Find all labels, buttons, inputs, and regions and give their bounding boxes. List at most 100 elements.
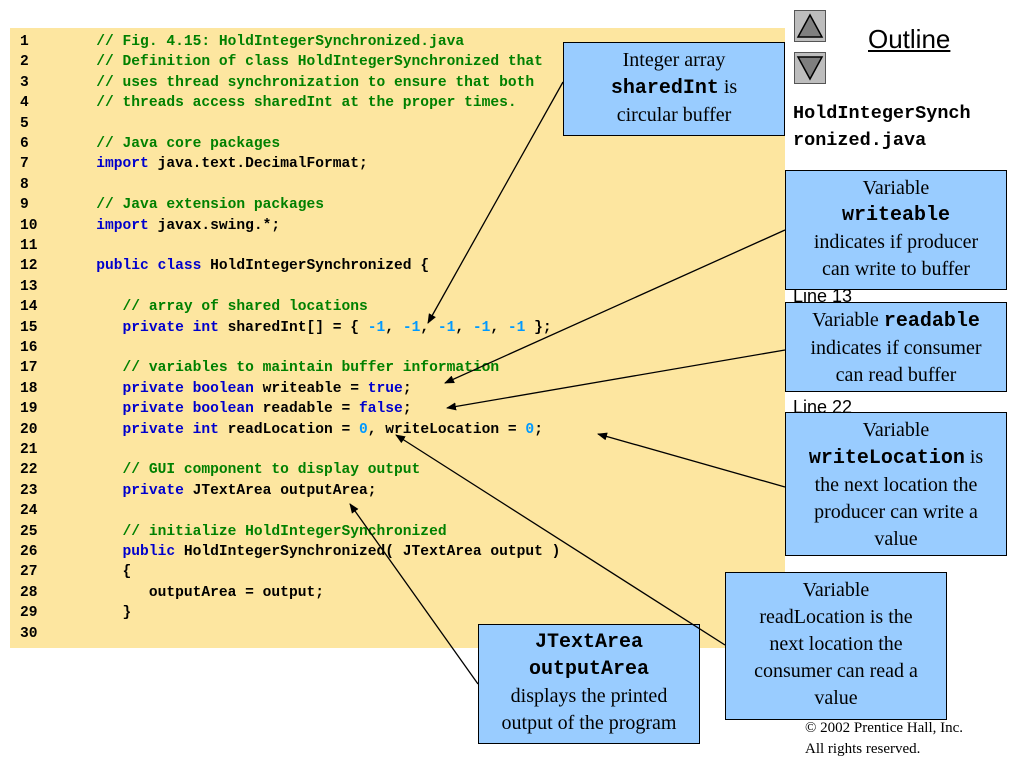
line-number: 16 xyxy=(20,340,38,356)
callout-code-term: readable xyxy=(883,310,980,333)
line-number: 11 xyxy=(20,238,38,254)
callout-read-location: Variable readLocation is the next locati… xyxy=(725,572,947,720)
code-token: private boolean xyxy=(70,380,254,397)
code-token: java.text.DecimalFormat; xyxy=(148,156,368,173)
callout-text: Variable xyxy=(802,579,870,601)
code-text: private boolean readable = false; xyxy=(70,399,412,419)
code-token: outputArea = output; xyxy=(70,584,324,601)
callout-text: indicates if producer xyxy=(813,231,979,253)
code-text: private int sharedInt[] = { -1, -1, -1, … xyxy=(70,318,552,338)
next-slide-button[interactable] xyxy=(794,52,826,84)
line-number: 14 xyxy=(20,299,38,316)
line-number: 10 xyxy=(20,217,38,234)
code-token: // Java extension packages xyxy=(70,197,324,214)
code-token: , xyxy=(455,319,473,336)
code-token: import xyxy=(70,156,149,173)
line-reference-13: Line 13 xyxy=(793,286,853,306)
triangle-down-icon xyxy=(796,56,824,81)
code-token: -1 xyxy=(367,319,386,336)
line-number: 25 xyxy=(20,523,38,540)
code-token: true xyxy=(367,380,403,397)
code-text: // Java extension packages xyxy=(70,195,324,215)
code-token: private boolean xyxy=(70,401,254,418)
callout-output-area: JTextArea outputArea displays the printe… xyxy=(478,624,700,744)
code-token: public xyxy=(70,544,176,560)
previous-slide-button[interactable] xyxy=(794,10,826,42)
code-text: } xyxy=(70,603,132,623)
line-number: 12 xyxy=(20,258,38,275)
copyright-notice: © 2002 Prentice Hall, Inc. All rights re… xyxy=(805,718,963,760)
code-text: // Fig. 4.15: HoldIntegerSynchronized.ja… xyxy=(70,32,464,52)
code-token: readable = xyxy=(253,401,360,418)
line-number: 5 xyxy=(20,115,29,132)
code-token: // GUI component to display output xyxy=(70,462,421,479)
callout-text: readLocation is the xyxy=(759,606,913,628)
code-token: HoldIntegerSynchronized( JTextArea outpu… xyxy=(175,544,561,560)
line-number: 21 xyxy=(20,442,38,458)
line-number: 6 xyxy=(20,136,29,152)
callout-text: is xyxy=(964,446,984,468)
line-number: 20 xyxy=(20,421,38,438)
code-token: // variables to maintain buffer informat… xyxy=(70,360,500,377)
rights-line: All rights reserved. xyxy=(805,741,921,757)
code-token: ; xyxy=(402,401,412,418)
callout-code-term: sharedInt xyxy=(610,77,719,100)
code-token: -1 xyxy=(437,319,456,336)
code-token: public class xyxy=(70,258,202,275)
line-number: 8 xyxy=(20,176,29,193)
callout-shared-int: Integer array sharedInt is circular buff… xyxy=(563,42,785,136)
outline-title[interactable]: Outline xyxy=(868,24,951,54)
code-text: // uses thread synchronization to ensure… xyxy=(70,73,534,93)
code-token: -1 xyxy=(402,319,421,336)
line-number: 24 xyxy=(20,503,38,520)
code-token: , xyxy=(385,319,403,336)
code-token: private int xyxy=(70,421,219,438)
code-text: private int readLocation = 0, writeLocat… xyxy=(70,420,543,440)
code-text: private JTextArea outputArea; xyxy=(70,481,377,501)
code-token: javax.swing.*; xyxy=(148,217,281,234)
code-token: readLocation = xyxy=(218,421,360,438)
callout-text: circular buffer xyxy=(616,104,732,126)
line-number: 23 xyxy=(20,482,38,499)
line-number: 1 xyxy=(20,34,29,50)
code-token: , xyxy=(420,319,438,336)
code-token: // Java core packages xyxy=(70,136,281,152)
callout-text: can read buffer xyxy=(835,364,957,386)
code-token: JTextArea outputArea; xyxy=(183,482,377,499)
code-text: // variables to maintain buffer informat… xyxy=(70,358,500,378)
code-text: import javax.swing.*; xyxy=(70,216,280,236)
line-number: 4 xyxy=(20,95,29,112)
callout-writeable: Variable writeable indicates if producer… xyxy=(785,170,1007,290)
callout-text: Variable xyxy=(812,309,884,331)
code-token: private int xyxy=(70,319,219,336)
callout-readable: Variable readable indicates if consumer … xyxy=(785,302,1007,392)
code-text: public class HoldIntegerSynchronized { xyxy=(70,256,429,276)
code-token: // Definition of class HoldIntegerSynchr… xyxy=(70,54,543,71)
callout-text: Variable xyxy=(862,419,930,441)
line-number: 3 xyxy=(20,74,29,91)
file-name-heading: HoldIntegerSynch ronized.java xyxy=(793,103,971,151)
code-token: ; xyxy=(534,421,543,438)
callout-code-term: outputArea xyxy=(528,658,650,681)
line-number: 9 xyxy=(20,197,29,214)
code-text: private boolean writeable = true; xyxy=(70,379,412,399)
line-number: 13 xyxy=(20,278,38,295)
code-token: private xyxy=(70,482,184,499)
callout-text: consumer can read a xyxy=(754,660,918,682)
callout-code-term: writeable xyxy=(841,204,951,227)
callout-text: is xyxy=(718,76,738,98)
callout-code-term: JTextArea xyxy=(534,631,644,654)
code-token: 0 xyxy=(525,421,535,438)
line-number: 18 xyxy=(20,380,38,397)
code-token: } xyxy=(70,605,132,622)
code-token: 0 xyxy=(359,421,368,438)
line-number: 27 xyxy=(20,564,38,581)
callout-text: displays the printed xyxy=(510,685,668,707)
callout-write-location: Variable writeLocation is the next locat… xyxy=(785,412,1007,556)
code-token: { xyxy=(70,564,132,581)
code-token: , writeLocation = xyxy=(367,421,526,438)
code-text: // initialize HoldIntegerSynchronized xyxy=(70,522,447,542)
code-text: // Definition of class HoldIntegerSynchr… xyxy=(70,52,543,72)
code-text: public HoldIntegerSynchronized( JTextAre… xyxy=(70,542,561,562)
line-number: 7 xyxy=(20,156,29,173)
